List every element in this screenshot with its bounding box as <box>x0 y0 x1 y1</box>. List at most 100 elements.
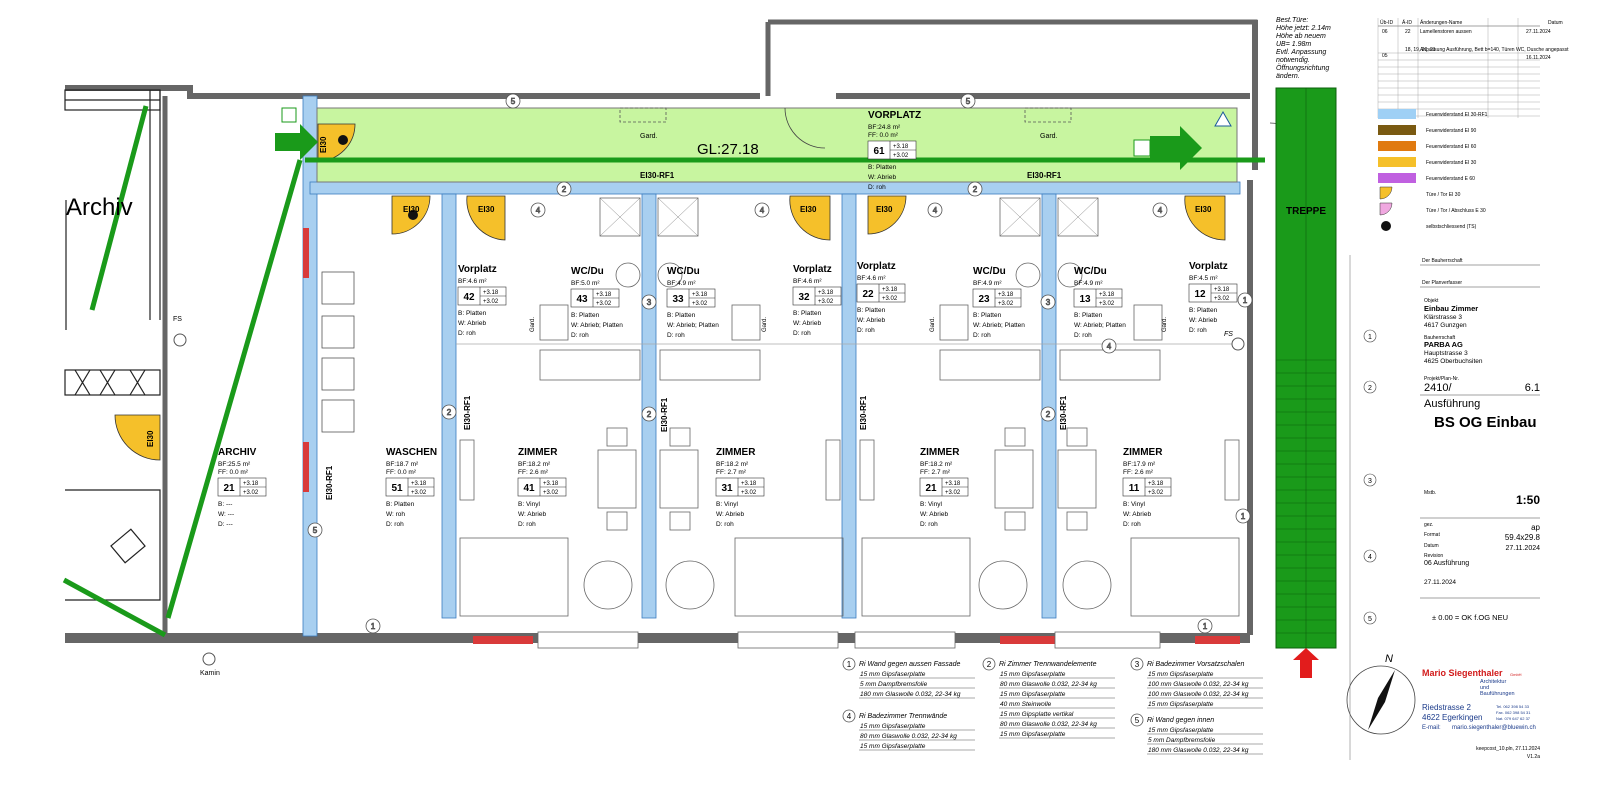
room-height: +3.18 <box>882 287 898 293</box>
wall-type-layer: 100 mm Glaswolle 0.032, 22-34 kg <box>1148 691 1249 698</box>
fs-icon <box>173 333 187 347</box>
ei30-label: EI30 <box>800 205 817 214</box>
tb-bauherr: Hauptstrasse 3 <box>1424 350 1468 357</box>
legend-label: Feuerwiderstand EI 90 <box>1426 128 1477 134</box>
fs-label-right: FS <box>1224 331 1233 338</box>
svg-text:5: 5 <box>511 97 516 106</box>
fire-walls <box>302 95 1241 637</box>
room-number: 31 <box>721 483 733 494</box>
room-ceiling: D: roh <box>920 521 938 528</box>
room-height: +3.02 <box>998 301 1014 307</box>
gard-label: Gard. <box>1040 133 1058 140</box>
room-bf: BF:18.2 m² <box>920 461 953 468</box>
room-wall: W: Abrieb <box>868 174 896 181</box>
tb-row-marker <box>1363 549 1377 563</box>
room-wall: W: Abrieb; Platten <box>1074 322 1126 329</box>
room-floor: B: --- <box>218 501 232 508</box>
room-bf: BF:4.9 m² <box>973 280 1002 287</box>
legend-swatch <box>1378 157 1416 167</box>
room-height: +3.02 <box>818 299 834 305</box>
room-bf: BF:25.5 m² <box>218 461 251 468</box>
room-height: +3.18 <box>692 292 708 298</box>
room-height: +3.02 <box>243 490 259 496</box>
room-number: 21 <box>223 483 235 494</box>
wall-type-layer: 15 mm Gipsfaserplatte <box>1000 691 1066 698</box>
room-height: +3.02 <box>1214 296 1230 302</box>
tb-projekt-label: Projekt/Plan-Nr. <box>1424 376 1459 382</box>
fs-label: FS <box>173 316 182 323</box>
tb-format: 59.4x29.8 <box>1505 533 1541 542</box>
tb-mstb-label: Mstb. <box>1424 490 1436 496</box>
room-ff: FF: 2.7 m² <box>920 469 951 476</box>
room-floor: B: Platten <box>973 312 1002 319</box>
tb-projekt-nr: 2410/ <box>1424 382 1452 394</box>
room-bf: BF:4.6 m² <box>857 275 886 282</box>
wall-type-layer: 15 mm Gipsfaserplatte <box>1148 671 1214 678</box>
wall-type-marker <box>1130 657 1144 671</box>
wall-type-layer: 5 mm Dampfbremsfolie <box>1148 737 1216 744</box>
room-name: ZIMMER <box>1123 447 1163 458</box>
door-ei30-22 <box>867 195 907 235</box>
svg-text:4: 4 <box>760 206 765 215</box>
svg-text:1: 1 <box>371 622 376 631</box>
revision-header: Ä-ID <box>1402 19 1412 26</box>
tb-plan-nr: 6.1 <box>1525 382 1540 394</box>
room-number: 41 <box>523 483 535 494</box>
room-wall: W: --- <box>218 511 234 518</box>
room-height: +3.02 <box>893 153 909 159</box>
tb-scale: 1:50 <box>1516 493 1540 507</box>
room-bf: BF:18.7 m² <box>386 461 419 468</box>
company-street: Riedstrasse 2 <box>1422 703 1471 712</box>
door-ei30-32 <box>789 195 831 241</box>
room-number: 33 <box>672 294 684 305</box>
archiv-big-label: Archiv <box>66 194 133 221</box>
company-email: mario.siegenthaler@bluewin.ch <box>1452 725 1536 731</box>
room-height: +3.02 <box>1148 490 1164 496</box>
wall-type-markers: 5 5 2 2 4 4 4 4 3 3 1 4 2 2 2 1 5 1 1 <box>307 93 1253 634</box>
legend-swatch <box>1381 221 1391 231</box>
room-wall: W: Abrieb <box>716 511 744 518</box>
legend-swatch <box>1378 173 1416 183</box>
wall-type-layer: 80 mm Glaswolle 0.032, 22-34 kg <box>1000 681 1097 688</box>
svg-text:4: 4 <box>933 206 938 215</box>
corridor-wall-right: EI30-RF1 <box>1027 171 1062 180</box>
tb-row-number: 5 <box>1368 616 1372 623</box>
tb-row-number: 4 <box>1368 554 1372 561</box>
room-wall: W: Abrieb; Platten <box>667 322 719 329</box>
room-name: ZIMMER <box>920 447 960 458</box>
room-name: WASCHEN <box>386 447 437 458</box>
revision-header: Datum <box>1548 20 1563 26</box>
revision-header: Änderungen-Name <box>1420 19 1462 26</box>
ei30-label: EI30 <box>876 205 893 214</box>
room-wall: W: roh <box>386 511 405 518</box>
legend-label: selbstschliessend (TS) <box>1426 224 1477 230</box>
wall-type-layer: 80 mm Glaswolle 0.032, 22-34 kg <box>1000 721 1097 728</box>
gard-label: Gard. <box>640 133 658 140</box>
room-ceiling: D: roh <box>571 332 589 339</box>
ei30rf1-vertical: EI30-RF1 <box>1059 395 1068 430</box>
svg-text:2: 2 <box>562 185 567 194</box>
revision-cell: 22 <box>1405 29 1411 35</box>
tb-plan-title: BS OG Einbau <box>1434 414 1537 431</box>
room-wall: W: Abrieb <box>1189 317 1217 324</box>
room-number: 43 <box>576 294 588 305</box>
door-ei30-42 <box>466 195 506 241</box>
room-height: +3.02 <box>882 296 898 302</box>
legend-label: Türe / Tor / Abschluss E 30 <box>1426 208 1486 214</box>
room-wall: W: Abrieb <box>793 320 821 327</box>
room-number: 22 <box>862 289 874 300</box>
room-bf: BF:17.9 m² <box>1123 461 1156 468</box>
svg-text:3: 3 <box>647 298 652 307</box>
room-ceiling: D: roh <box>518 521 536 528</box>
legend-swatch <box>1378 109 1416 119</box>
room-height: +3.02 <box>741 490 757 496</box>
exit-up-arrow <box>1293 648 1319 678</box>
room-floor: B: Platten <box>857 307 886 314</box>
exit-sign-icon <box>1133 139 1151 157</box>
